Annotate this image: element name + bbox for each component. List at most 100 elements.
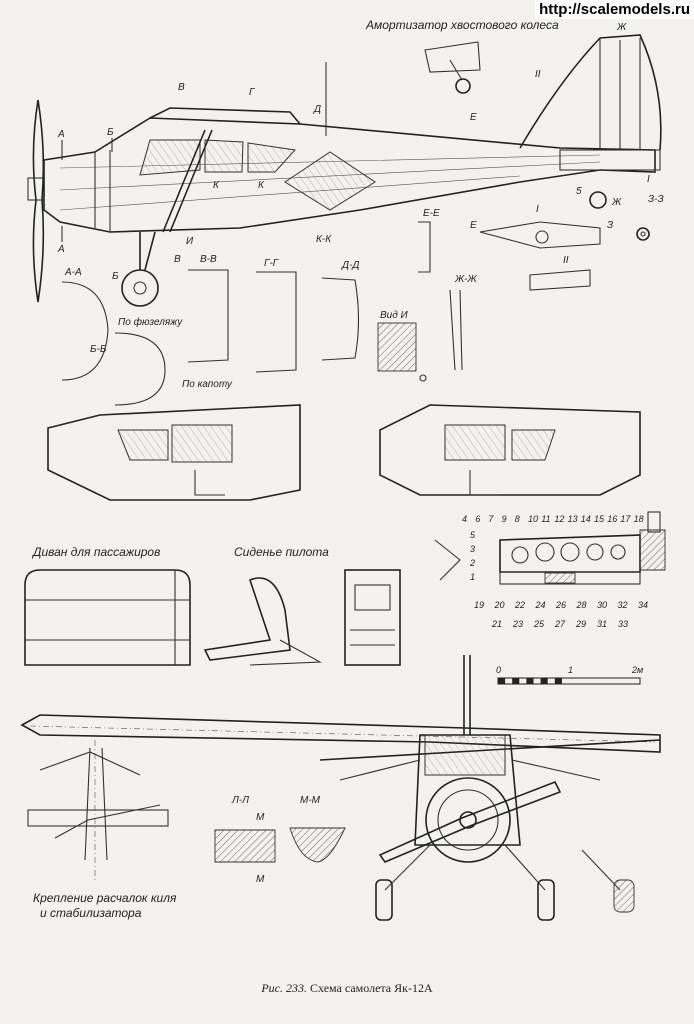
section-bb: Б-Б — [90, 344, 107, 355]
callout-number: 34 — [638, 600, 648, 610]
tail-shock-inset — [424, 41, 481, 94]
letter-a-top: А — [57, 129, 65, 140]
letter-v-bottom: В — [174, 254, 181, 265]
figure-caption: Рис. 233. Схема самолета Як-12А — [0, 981, 694, 996]
roman-2-detail: II — [563, 255, 569, 266]
letter-k-2: К — [258, 180, 265, 191]
letter-e-bottom: Е — [470, 220, 477, 231]
passenger-bench — [24, 569, 191, 666]
letter-b-top: Б — [107, 127, 114, 138]
tail-shock-label: Амортизатор хвостового колеса — [365, 18, 559, 32]
callout-number: 5 — [470, 530, 476, 540]
plan-view — [20, 714, 661, 880]
cabin-left — [47, 404, 301, 501]
letter-e-top: Е — [470, 112, 477, 123]
letter-b-bottom: Б — [112, 271, 119, 282]
figure-number: Рис. 233. — [261, 981, 307, 995]
letter-v-top: В — [178, 82, 185, 93]
stabilizer — [559, 149, 661, 171]
scale-mid: 1 — [568, 665, 573, 675]
letter-m-1: М — [256, 812, 265, 823]
cockpit-window-3 — [247, 142, 296, 173]
callout-number: 21 — [491, 619, 502, 629]
callout-number: 19 — [474, 600, 484, 610]
cabin-right — [379, 404, 641, 496]
callout-number: 14 — [581, 514, 591, 524]
roman-1-detail: I — [536, 204, 539, 215]
fin-bracing-label-1: Крепление расчалок киля — [33, 891, 177, 905]
left-wheel-front — [375, 879, 393, 921]
detail-views-right: Е-Е Ж-Ж I II З-З — [418, 194, 664, 382]
section-zhzh: Ж-Ж — [454, 274, 478, 285]
watermark: http://scalemodels.ru — [535, 0, 694, 19]
callout-number: 16 — [607, 514, 617, 524]
tail-wheel — [589, 191, 607, 209]
front-view — [319, 655, 661, 921]
section-vv: В-В — [200, 254, 217, 265]
scale-end: 2м — [631, 665, 643, 675]
callout-number: 17 — [620, 514, 631, 524]
label-on-cowling: По капоту — [182, 379, 233, 390]
scale-segment — [554, 678, 562, 684]
scale-bar: 0 1 2м — [496, 665, 643, 685]
callout-number: 11 — [541, 514, 550, 524]
section-profiles: А-А Б-Б По фюзеляжу По капоту В-В Г-Г Д-… — [61, 234, 417, 406]
callout-number: 33 — [618, 619, 628, 629]
section-z3: З-З — [648, 194, 664, 205]
callout-number: 30 — [597, 600, 607, 610]
callout-number: 25 — [533, 619, 545, 629]
callout-number: 6 — [475, 514, 480, 524]
callout-number: 3 — [470, 544, 475, 554]
callout-number: 13 — [568, 514, 578, 524]
tail-num-5: 5 — [576, 186, 582, 197]
callout-number: 4 — [462, 514, 467, 524]
propeller-side — [32, 99, 45, 303]
callout-number: 2 — [469, 558, 475, 568]
callout-number: 31 — [597, 619, 607, 629]
pilot-seat-label: Сиденье пилота — [234, 545, 329, 559]
label-on-fuselage: По фюзеляжу — [118, 316, 183, 328]
section-gg: Г-Г — [264, 258, 280, 269]
wing-upper — [149, 107, 301, 125]
callout-number: 10 — [528, 514, 538, 524]
letter-d-top: Д — [313, 104, 321, 115]
callout-number: 20 — [494, 600, 505, 610]
callout-number: 22 — [514, 600, 525, 610]
callout-number: 1 — [470, 572, 475, 582]
callout-number: 23 — [512, 619, 523, 629]
letter-zh-top: Ж — [616, 22, 627, 33]
scale-segment — [512, 678, 520, 684]
side-view: А А Б Б В В Г Д Е Е К К И Ж Ж I II З 5 — [27, 22, 662, 307]
callout-number: 15 — [594, 514, 605, 524]
section-dd: Д-Д — [341, 260, 359, 271]
letter-zh-bottom: Ж — [611, 197, 622, 208]
scale-segment — [526, 678, 534, 684]
letter-i: И — [186, 236, 194, 247]
letter-a-bottom: А — [57, 244, 65, 255]
figure-title: Схема самолета Як-12А — [310, 981, 433, 995]
section-mm: М-М — [300, 795, 321, 806]
propeller-front — [378, 780, 562, 863]
callout-number: 18 — [634, 514, 644, 524]
passenger-bench-label: Диван для пассажиров — [31, 545, 160, 559]
callout-number: 7 — [488, 514, 494, 524]
wing-root — [284, 151, 376, 211]
cockpit-window-1 — [139, 139, 201, 176]
callout-number: 26 — [555, 600, 566, 610]
callout-number: 9 — [502, 514, 507, 524]
scale-segment — [540, 678, 548, 684]
panel-callouts-left: 5 3 2 1 — [469, 530, 476, 582]
letter-g-top: Г — [249, 87, 256, 98]
section-ee: Е-Е — [423, 208, 440, 219]
callout-number: 24 — [535, 600, 546, 610]
section-kk: К-К — [316, 234, 332, 245]
label-view-i: Вид И — [380, 310, 409, 321]
roman-2: II — [535, 69, 541, 80]
section-aa: А-А — [64, 267, 82, 278]
pilot-seat — [203, 569, 401, 666]
section-ll: Л-Л — [231, 795, 249, 806]
callout-number: 27 — [554, 619, 566, 629]
letter-k-1: К — [213, 180, 220, 191]
